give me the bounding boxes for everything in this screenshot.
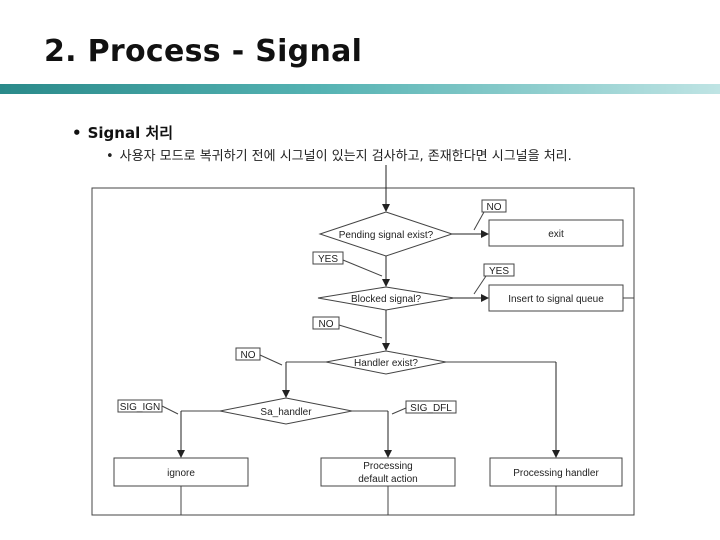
label-no1: NO <box>487 202 502 213</box>
ignore-label: ignore <box>167 468 195 479</box>
label-no2: NO <box>319 319 334 330</box>
callout-yes2 <box>473 275 487 295</box>
label-yes2-box <box>483 263 515 277</box>
bullet-dot-icon: • <box>106 149 114 164</box>
label-no1-box <box>481 199 507 213</box>
label-yes2: YES <box>489 266 509 277</box>
default-action-label-line1: Processing <box>363 461 412 472</box>
decision-pending-label: Pending signal exist? <box>339 230 434 241</box>
bullet-dot-icon: • <box>72 124 82 142</box>
label-yes1: YES <box>318 254 338 265</box>
exit-box-label: exit <box>548 229 564 240</box>
title-divider-bar <box>0 84 720 94</box>
decision-sa-diamond <box>219 397 353 425</box>
processing-handler-box <box>489 457 623 487</box>
bullet-level1: • Signal 처리 <box>72 122 173 143</box>
bullet-level2: • 사용자 모드로 복귀하기 전에 시그널이 있는지 검사하고, 존재한다면 시그… <box>106 145 572 164</box>
insert-queue-label: Insert to signal queue <box>508 294 604 305</box>
decision-handler-label: Handler exist? <box>354 358 418 369</box>
callout-no1 <box>473 211 485 231</box>
decision-handler-diamond <box>325 350 447 375</box>
exit-box <box>488 219 624 247</box>
bullet-level2-text: 사용자 모드로 복귀하기 전에 시그널이 있는지 검사하고, 존재한다면 시그널… <box>119 149 572 164</box>
callout-sig-ign <box>161 405 179 415</box>
bullet-level1-text: Signal 처리 <box>87 124 174 142</box>
label-sig-dfl-box <box>405 400 457 414</box>
decision-sa-label: Sa_handler <box>260 407 312 418</box>
default-action-box <box>320 457 456 487</box>
callout-sig-dfl <box>391 407 407 415</box>
callout-no2 <box>338 324 383 339</box>
diagram-frame <box>91 187 635 516</box>
loop-insert-to-pending <box>623 188 635 299</box>
callout-yes1 <box>342 259 383 277</box>
default-action-label-line2: default action <box>358 474 418 485</box>
label-no3-box <box>235 347 261 361</box>
label-no3: NO <box>241 350 256 361</box>
callout-no3 <box>259 354 283 366</box>
label-no2-box <box>312 316 340 330</box>
decision-blocked-label: Blocked signal? <box>351 294 421 305</box>
processing-handler-label: Processing handler <box>513 468 599 479</box>
slide-title: 2. Process - Signal <box>44 34 363 69</box>
label-sig-dfl: SIG_DFL <box>410 403 452 414</box>
label-yes1-box <box>312 251 344 265</box>
label-sig-ign: SIG_IGN <box>120 402 161 413</box>
